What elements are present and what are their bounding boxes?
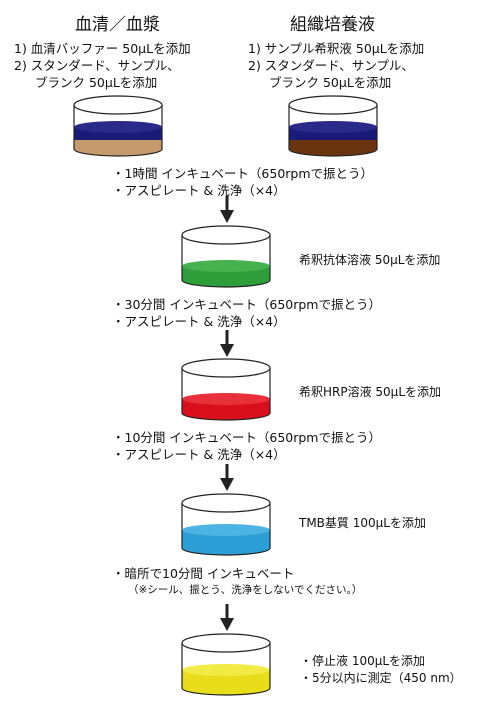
left-instruction-1: 1) 血清バッファー 50µLを添加	[14, 41, 191, 56]
step2-note-wash: ・アスピレート & 洗浄（×4）	[112, 314, 286, 329]
stop-solution-well-icon	[181, 633, 271, 696]
serum-plasma-title: 血清／血漿	[75, 15, 160, 35]
tmb-well-icon	[181, 493, 271, 556]
step4-note-caution: （※シール、振とう、洗浄をしないでください。）	[128, 584, 363, 596]
left-instruction-3: ブランク 50µLを添加	[35, 75, 158, 90]
step3-note-incubate: ・10分間 インキュベート（650rpmで振とう）	[112, 430, 381, 445]
arrow-down-icon	[220, 196, 234, 223]
hrp-label: 希釈HRP溶液 50µLを添加	[299, 385, 442, 399]
measure-label: ・5分以内に測定（450 nm）	[300, 671, 462, 685]
arrow-down-icon	[220, 330, 234, 357]
step1-note-incubate: ・1時間 インキュベート（650rpmで振とう）	[112, 166, 374, 181]
step4-note-incubate: ・暗所で10分間 インキュベート	[112, 566, 295, 581]
arrow-down-icon	[220, 604, 234, 631]
serum-plasma-well-icon	[73, 95, 163, 157]
culture-medium-well-icon	[288, 95, 378, 157]
step3-note-wash: ・アスピレート & 洗浄（×4）	[112, 447, 286, 462]
tmb-label: TMB基質 100µLを添加	[299, 516, 426, 530]
right-instruction-1: 1) サンプル希釈液 50µLを添加	[248, 41, 425, 56]
arrow-down-icon	[220, 464, 234, 491]
right-instruction-2: 2) スタンダード、サンプル、	[248, 58, 414, 73]
antibody-well-icon	[181, 225, 271, 288]
hrp-well-icon	[181, 358, 271, 421]
culture-medium-title: 組織培養液	[290, 15, 375, 35]
left-instruction-2: 2) スタンダード、サンプル、	[14, 58, 180, 73]
right-instruction-3: ブランク 50µLを添加	[269, 75, 392, 90]
step1-note-wash: ・アスピレート & 洗浄（×4）	[112, 183, 286, 198]
step2-note-incubate: ・30分間 インキュベート（650rpmで振とう）	[112, 297, 381, 312]
stop-solution-label: ・停止液 100µLを添加	[300, 654, 426, 668]
antibody-label: 希釈抗体溶液 50µLを添加	[299, 253, 441, 267]
